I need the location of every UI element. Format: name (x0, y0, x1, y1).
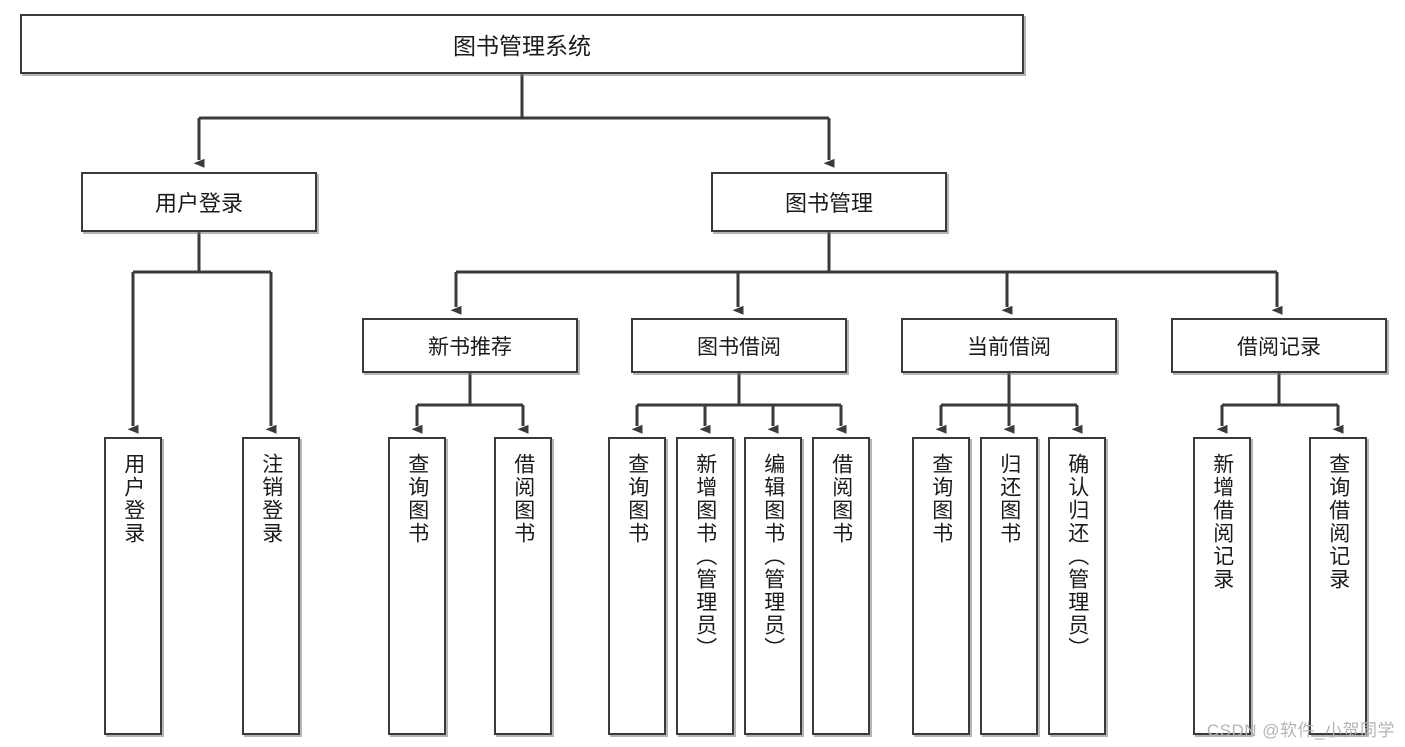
leaf-label: 借阅图书 (829, 453, 853, 545)
node-label: 当前借阅 (967, 335, 1051, 359)
leaf-borrow-edit-book-admin[interactable]: 编辑图书（管理员） (744, 437, 802, 735)
leaf-label: 用户登录 (121, 453, 145, 545)
leaf-label: 归还图书 (997, 453, 1021, 545)
leaf-current-return-book[interactable]: 归还图书 (980, 437, 1038, 735)
node-new-book-recommend[interactable]: 新书推荐 (362, 318, 578, 373)
leaf-label: 借阅图书 (511, 453, 535, 545)
leaf-label: 查询图书 (929, 453, 953, 545)
leaf-borrow-borrow-book[interactable]: 借阅图书 (812, 437, 870, 735)
node-label: 图书管理 (784, 191, 873, 216)
node-label: 图书管理系统 (453, 33, 591, 59)
leaf-label: 编辑图书（管理员） (761, 453, 785, 660)
leaf-borrow-add-book-admin[interactable]: 新增图书（管理员） (676, 437, 734, 735)
leaf-label: 确认归还（管理员） (1065, 453, 1089, 660)
leaf-current-confirm-return-admin[interactable]: 确认归还（管理员） (1048, 437, 1106, 735)
node-book-borrow[interactable]: 图书借阅 (631, 318, 847, 373)
node-root-book-management-system[interactable]: 图书管理系统 (20, 14, 1024, 74)
node-current-borrow[interactable]: 当前借阅 (901, 318, 1117, 373)
leaf-recommend-query-book[interactable]: 查询图书 (388, 437, 446, 735)
leaf-recommend-borrow-book[interactable]: 借阅图书 (494, 437, 552, 735)
leaf-user-login-login[interactable]: 用户登录 (104, 437, 162, 735)
node-book-management[interactable]: 图书管理 (711, 172, 947, 232)
node-label: 借阅记录 (1237, 335, 1321, 359)
node-label: 用户登录 (154, 191, 243, 216)
leaf-label: 查询图书 (625, 453, 649, 545)
leaf-record-query-borrow-record[interactable]: 查询借阅记录 (1309, 437, 1367, 735)
leaf-current-query-book[interactable]: 查询图书 (912, 437, 970, 735)
leaf-label: 新增图书（管理员） (693, 453, 717, 660)
leaf-label: 查询借阅记录 (1326, 453, 1350, 591)
node-user-login[interactable]: 用户登录 (81, 172, 317, 232)
leaf-label: 新增借阅记录 (1210, 453, 1234, 591)
node-label: 新书推荐 (428, 335, 512, 359)
leaf-borrow-query-book[interactable]: 查询图书 (608, 437, 666, 735)
leaf-record-add-borrow-record[interactable]: 新增借阅记录 (1193, 437, 1251, 735)
node-label: 图书借阅 (697, 335, 781, 359)
leaf-label: 查询图书 (405, 453, 429, 545)
leaf-user-login-logout[interactable]: 注销登录 (242, 437, 300, 735)
node-borrow-record[interactable]: 借阅记录 (1171, 318, 1387, 373)
leaf-label: 注销登录 (259, 453, 283, 545)
watermark-text: CSDN @软件_小贺同学 (1206, 721, 1395, 740)
